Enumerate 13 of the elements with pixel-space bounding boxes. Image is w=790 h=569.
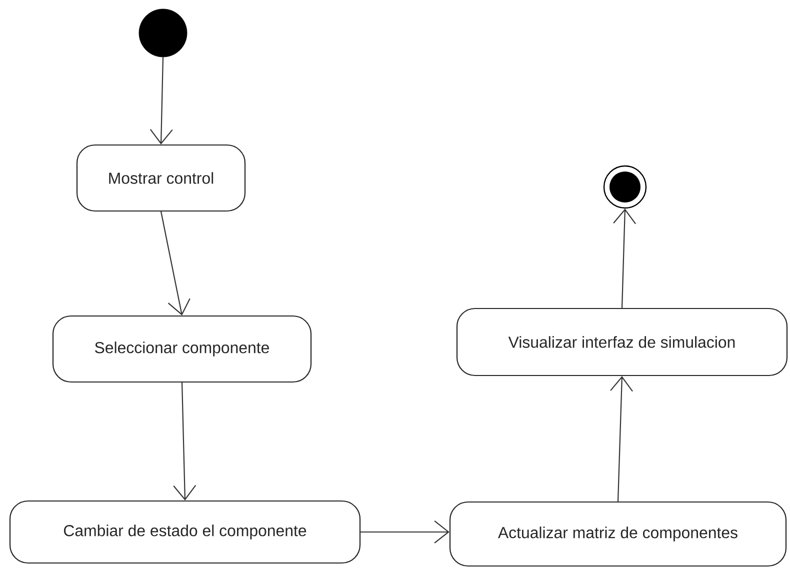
arrow	[160, 211, 190, 316]
activity-box: Cambiar de estado el componente	[9, 500, 361, 564]
arrow	[150, 57, 173, 144]
activity-box: Actualizar matriz de componentes	[449, 501, 787, 567]
activity-box: Visualizar interfaz de simulacion	[456, 308, 788, 376]
arrow	[173, 382, 196, 500]
end-circle	[603, 165, 647, 209]
start-circle	[138, 8, 188, 58]
activity-box: Mostrar control	[76, 144, 246, 212]
arrow	[610, 376, 633, 502]
activity-box: Seleccionar componente	[52, 315, 312, 383]
arrow	[360, 520, 450, 544]
arrow	[613, 208, 636, 308]
